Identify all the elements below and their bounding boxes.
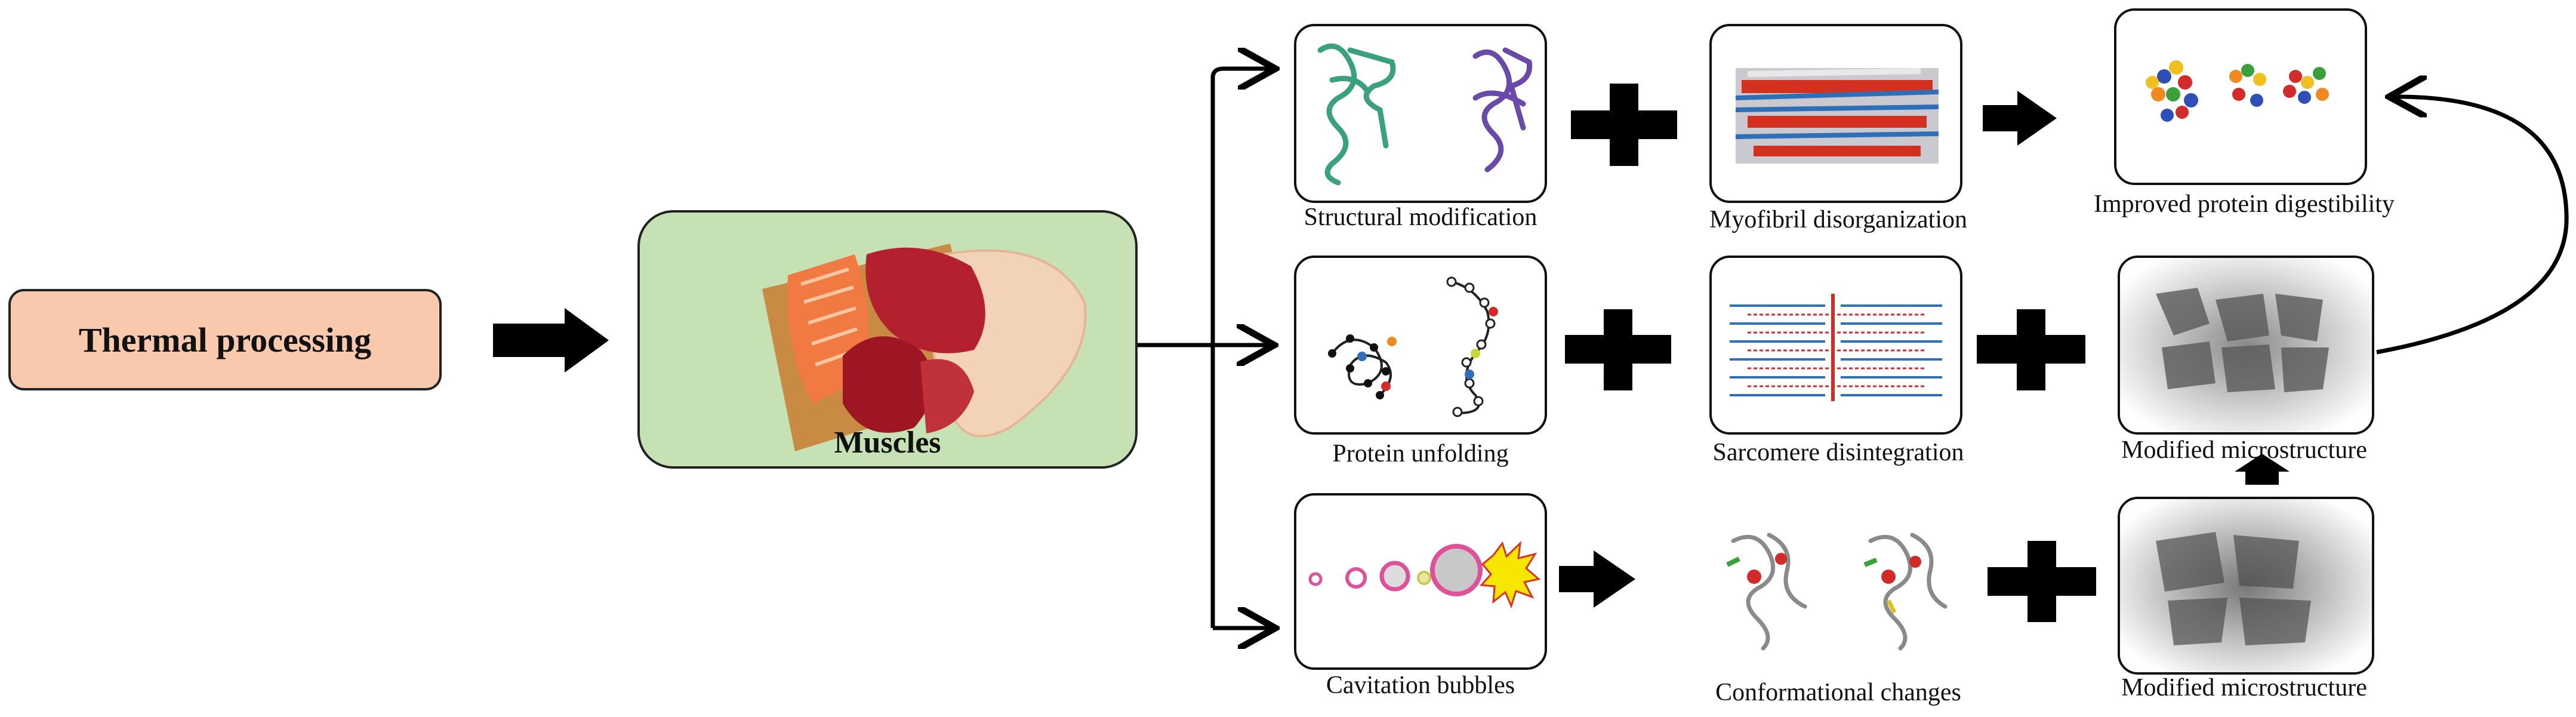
structural-modification-box: [1294, 24, 1547, 203]
microstructure-box-1: [2118, 256, 2374, 435]
conformational-protein-image: [1726, 533, 1948, 651]
plus-sign: [1571, 84, 1677, 166]
myofibril-image: [1735, 68, 1939, 164]
sem-image: [2120, 258, 2372, 432]
sarcomere-label: Sarcomere disintegration: [1712, 439, 1964, 466]
curved-arrow-to-digestibility: [2376, 97, 2569, 355]
meat-illustration: [762, 244, 1087, 451]
digestibility-box: [2114, 8, 2367, 185]
arrow-up-microstructure: [2235, 454, 2290, 485]
plus-sign: [1977, 309, 2085, 390]
microstructure-label-2: Modified microstructure: [2121, 674, 2367, 701]
protein-unfolding-label: Protein unfolding: [1332, 440, 1509, 467]
thermal-processing-label: Thermal processing: [78, 320, 372, 359]
muscles-box: Muscles: [637, 210, 1138, 469]
plus-sign: [1565, 309, 1671, 390]
protein-ribbon-image: [1317, 43, 1533, 186]
microstructure-box-2: [2118, 497, 2374, 675]
myofibril-label: Myofibril disorganization: [1709, 206, 1967, 233]
bubbles-image: [1308, 541, 1541, 609]
sarcomere-image: [1730, 294, 1942, 401]
cavitation-label: Cavitation bubbles: [1326, 672, 1515, 699]
digestibility-label: Improved protein digestibility: [2094, 190, 2395, 218]
myofibril-box: [1709, 24, 1962, 203]
plus-sign: [1988, 541, 2096, 622]
structural-modification-label: Structural modification: [1304, 204, 1537, 231]
digested-peptides-image: [2146, 60, 2329, 122]
microstructure-label-1: Modified microstructure: [2121, 436, 2367, 464]
sarcomere-box: [1709, 256, 1962, 435]
arrow-thermal-to-muscles: [493, 308, 609, 373]
conformational-box: [1709, 493, 1962, 670]
arrow-cavitation-to-conformational: [1559, 550, 1635, 608]
conformational-label: Conformational changes: [1715, 679, 1961, 706]
thermal-processing-box: Thermal processing: [8, 289, 442, 390]
branch-to-structural: [1210, 69, 1271, 78]
unfolding-chain-image: [1328, 276, 1498, 417]
arrow-myofibril-to-digestibility: [1983, 91, 2057, 146]
muscles-label: Muscles: [834, 426, 941, 460]
cavitation-box: [1294, 493, 1547, 670]
protein-unfolding-box: [1294, 256, 1547, 435]
sem-image-2: [2120, 499, 2372, 672]
